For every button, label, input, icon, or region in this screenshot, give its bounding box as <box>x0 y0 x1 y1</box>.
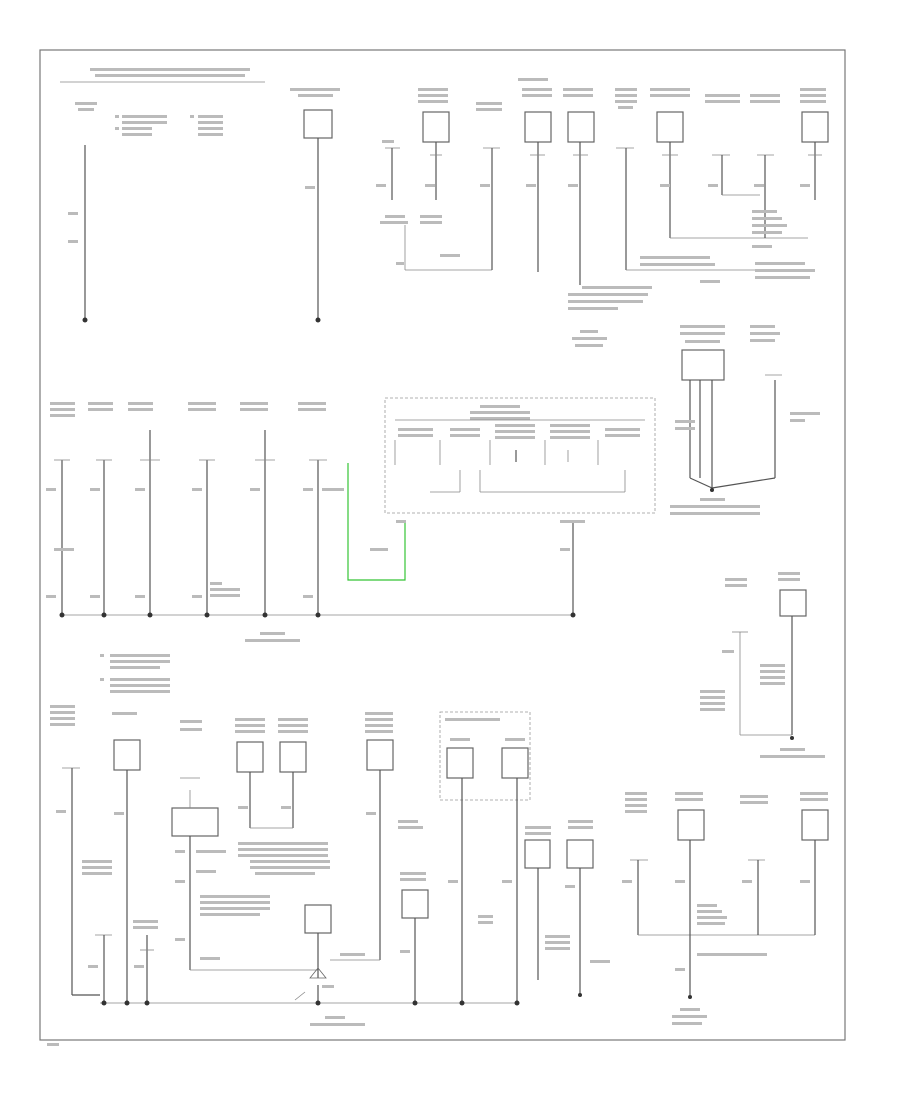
module-box <box>384 397 656 514</box>
right-middle-components <box>670 325 820 515</box>
lamp-module-box <box>439 711 531 801</box>
middle-row <box>46 397 656 642</box>
component-box <box>303 109 333 139</box>
top-row <box>60 68 829 347</box>
footer-code <box>47 1043 59 1046</box>
diagram-frame <box>39 49 846 1041</box>
top-right-components <box>376 78 829 347</box>
right-mid-lower <box>700 572 825 758</box>
green-ground-wire <box>347 463 406 581</box>
bottom-row <box>50 654 829 1026</box>
